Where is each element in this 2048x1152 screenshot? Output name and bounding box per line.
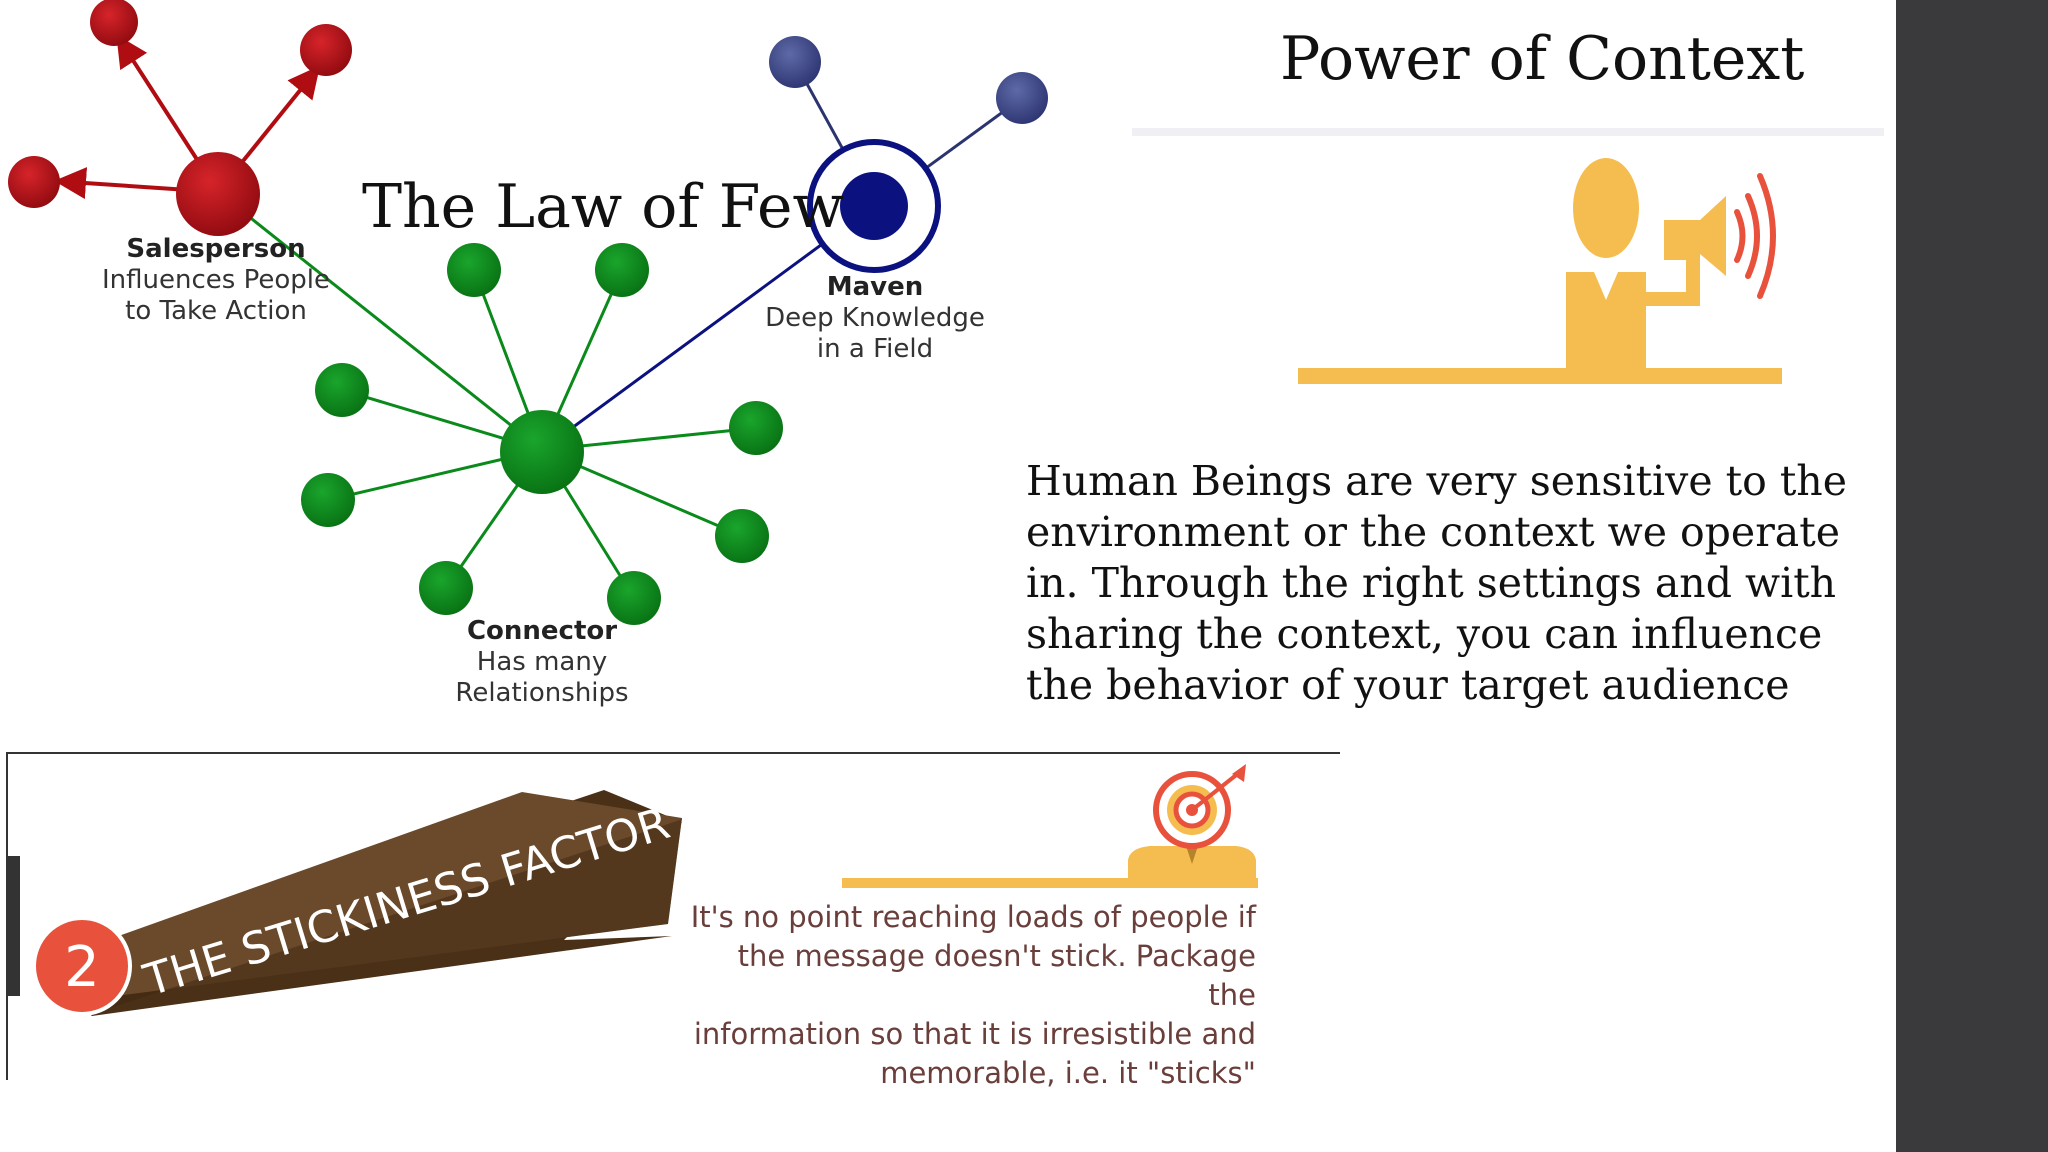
stickiness-line2: the message doesn't stick. Package the bbox=[737, 939, 1256, 1012]
power-of-context-title: Power of Context bbox=[1280, 24, 1805, 94]
slide: Salesperson Influences People to Take Ac… bbox=[6, 0, 1884, 1093]
salesperson-node bbox=[176, 152, 260, 236]
sound-wave-icon bbox=[1734, 173, 1776, 299]
stickiness-line1: It's no point reaching loads of people i… bbox=[690, 900, 1256, 934]
title-divider bbox=[1132, 128, 1884, 136]
connector-desc-line1: Has many bbox=[476, 647, 608, 677]
connector-label: Connector Has many Relationships bbox=[420, 616, 664, 709]
law-of-few-network-diagram bbox=[8, 0, 1048, 625]
stickiness-line3: information so that it is irresistible a… bbox=[693, 1017, 1256, 1051]
maven-target-node bbox=[769, 36, 821, 88]
right-dark-panel bbox=[1896, 0, 2048, 1152]
left-edge-tab bbox=[6, 856, 20, 996]
maven-desc-line2: in a Field bbox=[816, 334, 934, 364]
connector-desc-line2: Relationships bbox=[455, 678, 629, 708]
salesperson-desc-line2: to Take Action bbox=[125, 296, 307, 326]
salesperson-name: Salesperson bbox=[126, 234, 306, 264]
maven-connector-link bbox=[541, 204, 875, 452]
connector-node bbox=[500, 410, 584, 494]
maven-label: Maven Deep Knowledge in a Field bbox=[740, 272, 1010, 365]
maven-desc-line1: Deep Knowledge bbox=[765, 303, 985, 333]
power-of-context-body: Human Beings are very sensitive to the e… bbox=[1026, 457, 1847, 709]
maven-node bbox=[840, 172, 908, 240]
salesperson-target-node bbox=[300, 24, 352, 76]
salesperson-desc-line1: Influences People bbox=[102, 265, 330, 295]
maven-target-node bbox=[996, 72, 1048, 124]
salesperson-connector-link bbox=[217, 190, 543, 452]
salesperson-target-node bbox=[90, 0, 138, 46]
stickiness-line4: memorable, i.e. it "sticks" bbox=[880, 1056, 1256, 1090]
salesperson-label: Salesperson Influences People to Take Ac… bbox=[84, 234, 348, 327]
law-of-few-title: The Law of Few bbox=[362, 172, 844, 242]
connector-name: Connector bbox=[466, 616, 618, 646]
megaphone-person-icon bbox=[1298, 158, 1782, 384]
connector-relationship-nodes bbox=[301, 243, 783, 625]
maven-name: Maven bbox=[826, 272, 924, 302]
salesperson-target-node bbox=[8, 156, 60, 208]
stickiness-body: It's no point reaching loads of people i… bbox=[690, 898, 1256, 1093]
